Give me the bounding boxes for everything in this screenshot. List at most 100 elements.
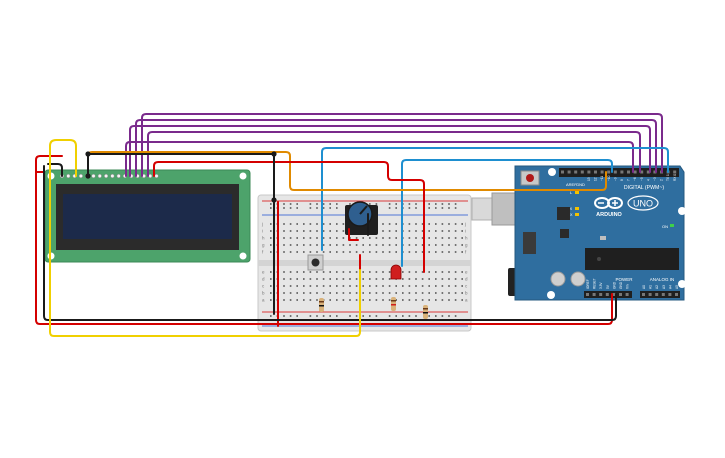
rail-hole bbox=[283, 203, 285, 205]
wire-purple-2[interactable] bbox=[135, 119, 657, 177]
power-pin-hole[interactable] bbox=[619, 293, 622, 296]
terminal-hole bbox=[408, 292, 411, 294]
terminal-hole bbox=[388, 244, 391, 246]
terminal-hole bbox=[441, 223, 444, 225]
potentiometer-indicator bbox=[359, 205, 368, 215]
digital-pin-hole[interactable] bbox=[567, 170, 571, 174]
lcd-pin[interactable] bbox=[78, 173, 83, 179]
rail-hole bbox=[309, 315, 312, 317]
terminal-hole bbox=[388, 285, 391, 287]
terminal-hole bbox=[336, 299, 338, 301]
terminal-hole bbox=[322, 271, 325, 273]
lcd-pin[interactable] bbox=[91, 173, 96, 179]
digital-pin-hole[interactable] bbox=[561, 170, 564, 174]
terminal-hole bbox=[289, 237, 292, 239]
power-pin-hole[interactable] bbox=[599, 293, 603, 296]
terminal-hole bbox=[435, 278, 437, 280]
terminal-hole bbox=[296, 251, 298, 253]
terminal-hole bbox=[362, 299, 364, 301]
digital-pin-hole[interactable] bbox=[640, 170, 644, 174]
digital-pin-hole[interactable] bbox=[627, 170, 630, 174]
gnd-label: GND bbox=[576, 182, 585, 187]
terminal-hole bbox=[441, 244, 444, 246]
digital-pin-hole[interactable] bbox=[600, 170, 604, 174]
digital-pin-hole[interactable] bbox=[653, 170, 657, 174]
terminal-hole bbox=[270, 292, 272, 294]
terminal-hole bbox=[408, 230, 411, 232]
power-pin-hole[interactable] bbox=[586, 293, 589, 296]
wire-red-pot[interactable] bbox=[348, 228, 359, 241]
digital-pin-hole[interactable] bbox=[613, 170, 617, 174]
terminal-hole bbox=[382, 237, 384, 239]
wire-black-top[interactable] bbox=[87, 153, 275, 201]
terminal-hole bbox=[448, 292, 450, 294]
lcd-pin[interactable] bbox=[97, 173, 102, 179]
digital-pin-hole[interactable] bbox=[673, 170, 677, 174]
terminal-hole bbox=[322, 292, 325, 294]
terminal-hole bbox=[428, 223, 430, 225]
lcd-pin[interactable] bbox=[66, 173, 71, 179]
analog-pin-hole[interactable] bbox=[655, 293, 659, 296]
terminal-hole bbox=[329, 299, 331, 301]
terminal-hole bbox=[375, 237, 378, 239]
digital-pin-hole[interactable] bbox=[587, 170, 591, 174]
power-pin-hole[interactable] bbox=[612, 293, 616, 296]
digital-pin-hole[interactable] bbox=[574, 170, 578, 174]
power-pin-hole[interactable] bbox=[625, 293, 629, 296]
potentiometer[interactable] bbox=[345, 201, 378, 235]
wire-red-lcd[interactable] bbox=[35, 155, 63, 173]
wire-blue-2[interactable] bbox=[401, 159, 613, 267]
rail-hole bbox=[435, 315, 437, 317]
wire-black-lcd[interactable] bbox=[47, 163, 63, 177]
terminal-hole bbox=[296, 244, 298, 246]
digital-pin-hole[interactable] bbox=[594, 170, 597, 174]
digital-pin-hole[interactable] bbox=[607, 170, 611, 174]
pushbutton-cap[interactable] bbox=[311, 258, 320, 267]
terminal-hole bbox=[283, 230, 285, 232]
analog-pin-hole[interactable] bbox=[668, 293, 672, 296]
wire-purple-3[interactable] bbox=[141, 113, 663, 177]
digital-pin-hole[interactable] bbox=[620, 170, 624, 174]
terminal-hole bbox=[461, 223, 463, 225]
wire-purple-4[interactable] bbox=[147, 131, 641, 177]
digital-header-label: DIGITAL (PWM~) bbox=[624, 185, 664, 191]
terminal-hole bbox=[336, 230, 338, 232]
analog-pin-hole[interactable] bbox=[642, 293, 645, 296]
power-pin-hole[interactable] bbox=[592, 293, 596, 296]
analog-pin-hole[interactable] bbox=[675, 293, 678, 296]
wire-blue-1[interactable] bbox=[321, 147, 669, 251]
terminal-hole bbox=[283, 251, 285, 253]
lcd-pin[interactable] bbox=[154, 173, 159, 179]
terminal-hole bbox=[336, 271, 338, 273]
lcd-pin[interactable] bbox=[104, 173, 109, 179]
analog-pin-hole[interactable] bbox=[661, 293, 665, 296]
terminal-hole bbox=[289, 230, 292, 232]
pushbutton[interactable] bbox=[307, 254, 324, 271]
wire-yellow[interactable] bbox=[49, 139, 361, 337]
wire-black-gnd[interactable] bbox=[43, 165, 617, 321]
terminal-hole bbox=[461, 285, 463, 287]
rx-led bbox=[575, 213, 579, 216]
digital-pin-hole[interactable] bbox=[580, 170, 584, 174]
rail-hole bbox=[441, 207, 444, 209]
rail-hole bbox=[428, 207, 430, 209]
digital-pin-hole[interactable] bbox=[633, 170, 637, 174]
wire-red-5v[interactable] bbox=[35, 171, 613, 325]
digital-pin-hole[interactable] bbox=[646, 170, 650, 174]
power-pin-hole[interactable] bbox=[605, 293, 609, 296]
lcd-module[interactable] bbox=[44, 169, 251, 263]
lcd-pin[interactable] bbox=[116, 173, 121, 179]
terminal-hole bbox=[461, 230, 463, 232]
analog-pin-hole[interactable] bbox=[648, 293, 652, 296]
wire-red-top[interactable] bbox=[153, 161, 425, 273]
lcd-pin[interactable] bbox=[110, 173, 115, 179]
wire-purple-1[interactable] bbox=[129, 125, 651, 177]
wire-purple-5[interactable] bbox=[125, 141, 634, 177]
terminal-hole bbox=[355, 237, 358, 239]
red-led[interactable] bbox=[390, 264, 402, 280]
reset-button-cap[interactable] bbox=[526, 174, 534, 182]
terminal-hole bbox=[421, 244, 424, 246]
terminal-hole bbox=[395, 292, 397, 294]
